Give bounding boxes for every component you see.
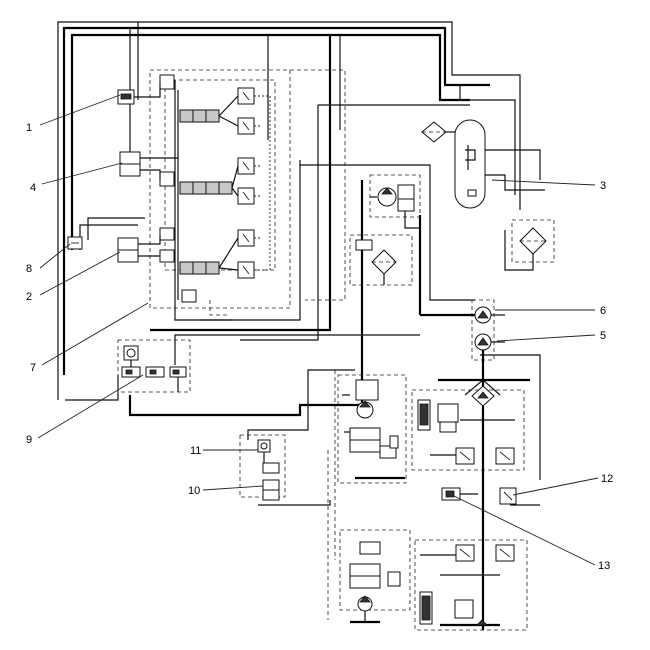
callout-5: 5 — [600, 330, 606, 342]
valve-group-9 — [117, 339, 191, 393]
callout-1: 1 — [26, 122, 32, 134]
valve-10-11 — [239, 434, 331, 506]
main-piping — [57, 21, 541, 480]
hydraulic-tank — [454, 119, 545, 209]
callout-13: 13 — [598, 560, 610, 572]
breather-filter — [421, 121, 455, 143]
callout-12: 12 — [601, 473, 613, 485]
actuator-4 — [119, 151, 178, 180]
callout-9: 9 — [26, 434, 32, 446]
brake-valve-block — [411, 378, 540, 630]
callout-4: 4 — [30, 182, 36, 194]
leader-lines — [37, 94, 599, 566]
pressure-filter — [349, 234, 413, 286]
callout-7: 7 — [30, 362, 36, 374]
callout-2: 2 — [26, 291, 32, 303]
actuator-1 — [117, 82, 161, 105]
callout-3: 3 — [600, 180, 606, 192]
return-filter — [504, 219, 555, 271]
callout-6: 6 — [600, 305, 606, 317]
callout-8: 8 — [26, 263, 32, 275]
priority-valve-group — [369, 164, 475, 301]
tandem-pump — [471, 299, 505, 395]
actuator-2 — [117, 235, 161, 263]
valve-12 — [499, 487, 517, 505]
steering-block-lower — [339, 529, 528, 631]
callout-10: 10 — [188, 485, 200, 497]
callout-11: 11 — [190, 445, 201, 457]
accumulator-8 — [67, 236, 83, 250]
steering-block-upper — [327, 370, 407, 620]
callout-labels: 1 4 8 2 7 9 11 10 3 6 5 12 13 — [26, 122, 613, 572]
control-valve-bank — [149, 69, 346, 321]
valve-13 — [441, 487, 478, 501]
